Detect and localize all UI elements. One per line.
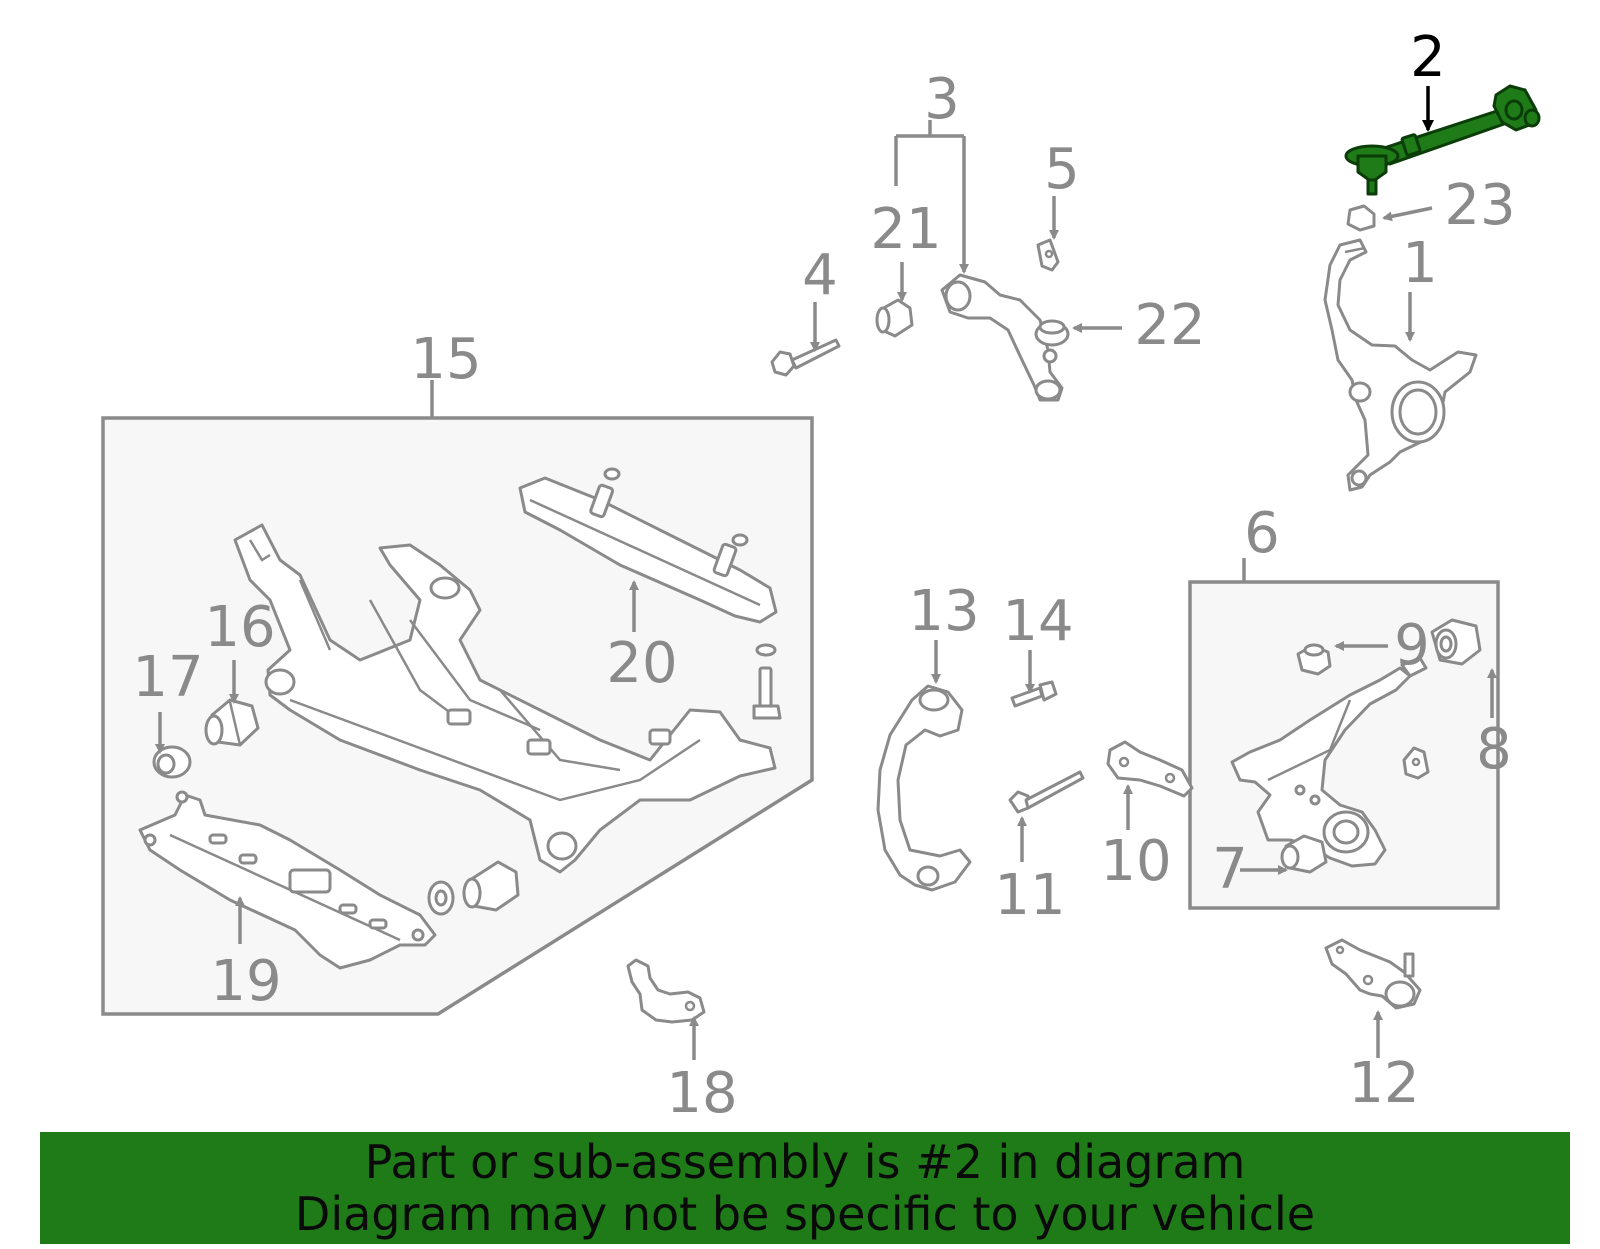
lower-control-arm-drawing [1230, 656, 1428, 868]
banner-line-part-number: Part or sub-assembly is #2 in diagram [364, 1135, 1246, 1189]
label-5: 5 [1044, 137, 1080, 202]
upper-arm-13-drawing [876, 684, 972, 892]
label-22: 22 [1134, 293, 1205, 358]
tension-rod-bushing-drawing [875, 298, 914, 338]
label-1: 1 [1402, 231, 1438, 296]
label-14: 14 [1002, 589, 1073, 654]
label-4: 4 [802, 243, 838, 308]
subframe-bolt-drawing [752, 643, 782, 720]
bracket-18-drawing [626, 958, 706, 1024]
banner-line-disclaimer: Diagram may not be specific to your vehi… [294, 1187, 1316, 1241]
label-19: 19 [210, 949, 281, 1014]
label-23: 23 [1444, 173, 1515, 238]
bolt-14-drawing [1010, 680, 1058, 708]
label-8: 8 [1476, 717, 1512, 782]
label-20: 20 [606, 631, 677, 696]
nut-22-drawing [1034, 319, 1070, 347]
small-bracket-drawing [1402, 746, 1430, 780]
crossmember-brace-drawing [518, 467, 778, 624]
label-7: 7 [1212, 837, 1248, 902]
nut-23-drawing [1346, 204, 1376, 232]
label-6: 6 [1244, 501, 1280, 566]
clip-5-drawing [1036, 238, 1060, 272]
upper-control-arm-highlighted [1344, 84, 1541, 196]
ball-joint-drawing [1324, 938, 1422, 1010]
label-15: 15 [410, 327, 481, 392]
label-9: 9 [1394, 613, 1430, 678]
info-banner: Part or sub-assembly is #2 in diagram Di… [40, 1132, 1570, 1244]
bolt-11-drawing [1008, 770, 1085, 814]
label-10: 10 [1100, 829, 1171, 894]
lower-bushing-drawing [427, 860, 520, 916]
label-12: 12 [1348, 1051, 1419, 1116]
bushing-7-drawing [1280, 834, 1328, 874]
steering-knuckle-drawing [1323, 238, 1478, 492]
washer-drawing [152, 745, 192, 779]
label-3: 3 [924, 67, 960, 132]
tension-rod-drawing [940, 273, 1064, 402]
subframe-bushing-drawing [204, 698, 260, 747]
bracket-10-drawing [1106, 740, 1194, 798]
bolt-4-drawing [770, 338, 841, 377]
label-18: 18 [666, 1061, 737, 1126]
splash-shield-drawing [138, 790, 437, 970]
label-13: 13 [908, 579, 979, 644]
label-16: 16 [204, 595, 275, 660]
arrow-23 [1382, 206, 1433, 222]
nut-9-drawing [1296, 643, 1332, 676]
label-2: 2 [1410, 25, 1446, 90]
front-crossmember-drawing [233, 523, 777, 874]
label-17: 17 [132, 645, 203, 710]
label-21: 21 [870, 197, 941, 262]
bushing-8-drawing [1430, 618, 1482, 666]
label-11: 11 [994, 863, 1065, 928]
